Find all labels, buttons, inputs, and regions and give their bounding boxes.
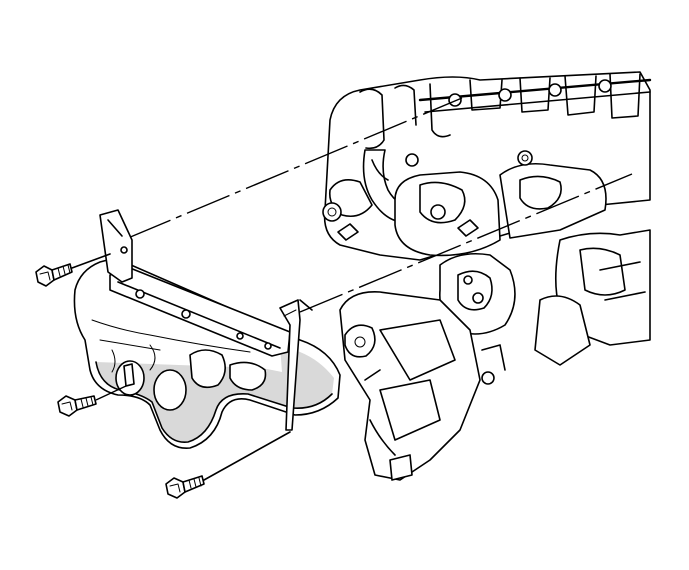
exhaust-manifold-heat-shield bbox=[73, 257, 341, 449]
alignment-lines bbox=[127, 97, 633, 313]
bolt-upper bbox=[35, 263, 73, 287]
bracket-tab-left bbox=[99, 209, 133, 283]
engine-right-edge bbox=[534, 229, 651, 366]
lower-block bbox=[339, 291, 506, 481]
upper-bolt-leader bbox=[71, 253, 111, 269]
bolt-lower bbox=[165, 431, 291, 499]
engine-assembly bbox=[299, 71, 652, 481]
manifold-stud bbox=[123, 363, 135, 387]
bracket-tab-right bbox=[279, 299, 301, 431]
cylinder-head bbox=[394, 150, 607, 257]
coolant-hose bbox=[322, 149, 419, 224]
bolt-middle bbox=[57, 385, 127, 417]
